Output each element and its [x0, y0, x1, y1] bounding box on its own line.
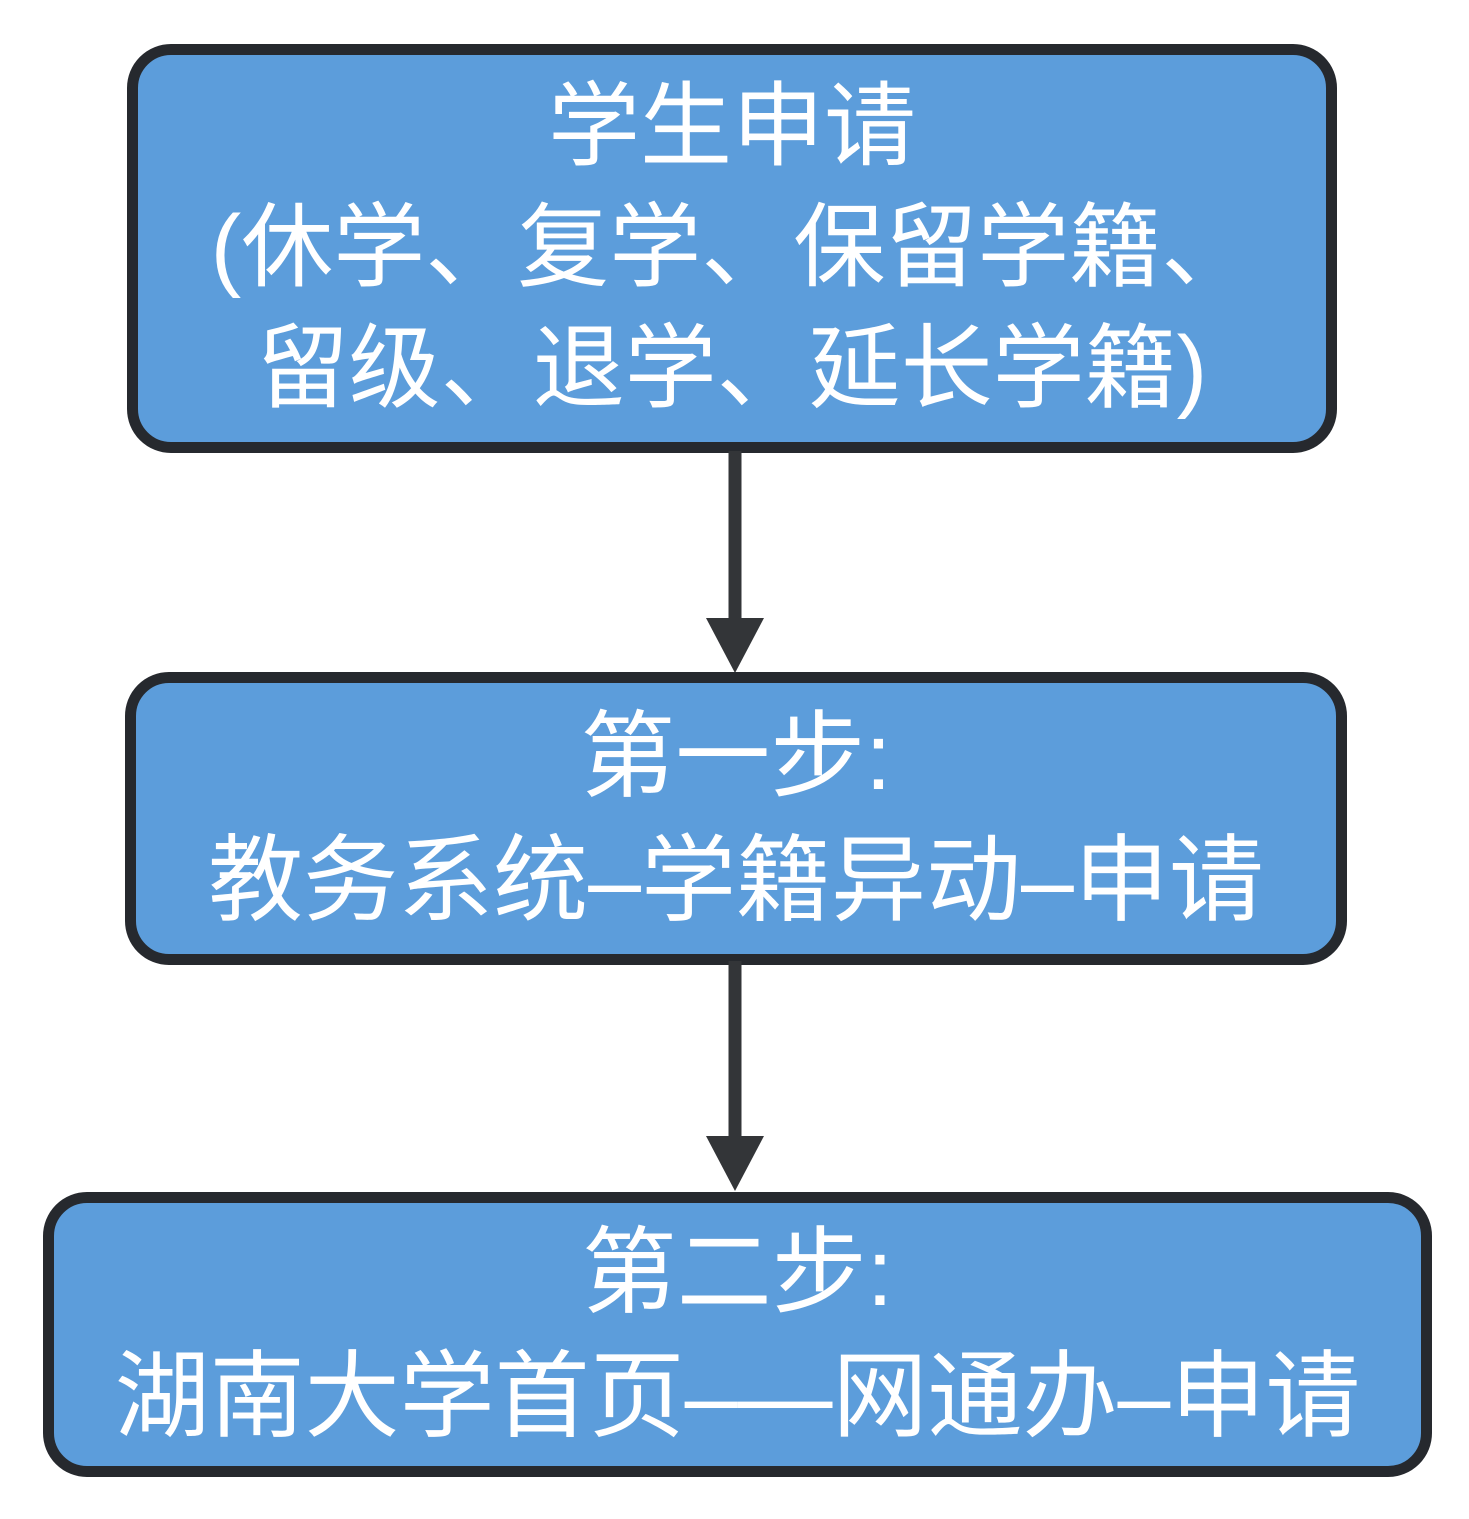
- student-application-detail-line1: (休学、复学、保留学籍、: [210, 197, 1254, 299]
- flow-arrow-2: [706, 961, 764, 1191]
- flowchart-box-step-1: 第一步: 教务系统–学籍异动–申请: [125, 672, 1347, 965]
- arrow-shaft: [728, 961, 742, 1139]
- step1-label: 第一步:: [580, 703, 892, 810]
- flowchart-box-step-2: 第二步: 湖南大学首页–—网通办–申请: [43, 1192, 1432, 1477]
- flow-arrow-1: [706, 451, 764, 673]
- step1-path: 教务系统–学籍异动–申请: [208, 827, 1264, 934]
- arrow-down-icon: [706, 618, 764, 673]
- flowchart-box-student-application: 学生申请 (休学、复学、保留学籍、 留级、退学、延长学籍): [127, 44, 1337, 453]
- student-application-detail-line2: 留级、退学、延长学籍): [256, 318, 1208, 420]
- student-application-title: 学生申请: [547, 76, 916, 178]
- arrow-shaft: [728, 451, 742, 621]
- step2-path: 湖南大学首页–—网通办–申请: [114, 1343, 1361, 1450]
- step2-label: 第二步:: [581, 1219, 894, 1326]
- arrow-down-icon: [706, 1136, 764, 1191]
